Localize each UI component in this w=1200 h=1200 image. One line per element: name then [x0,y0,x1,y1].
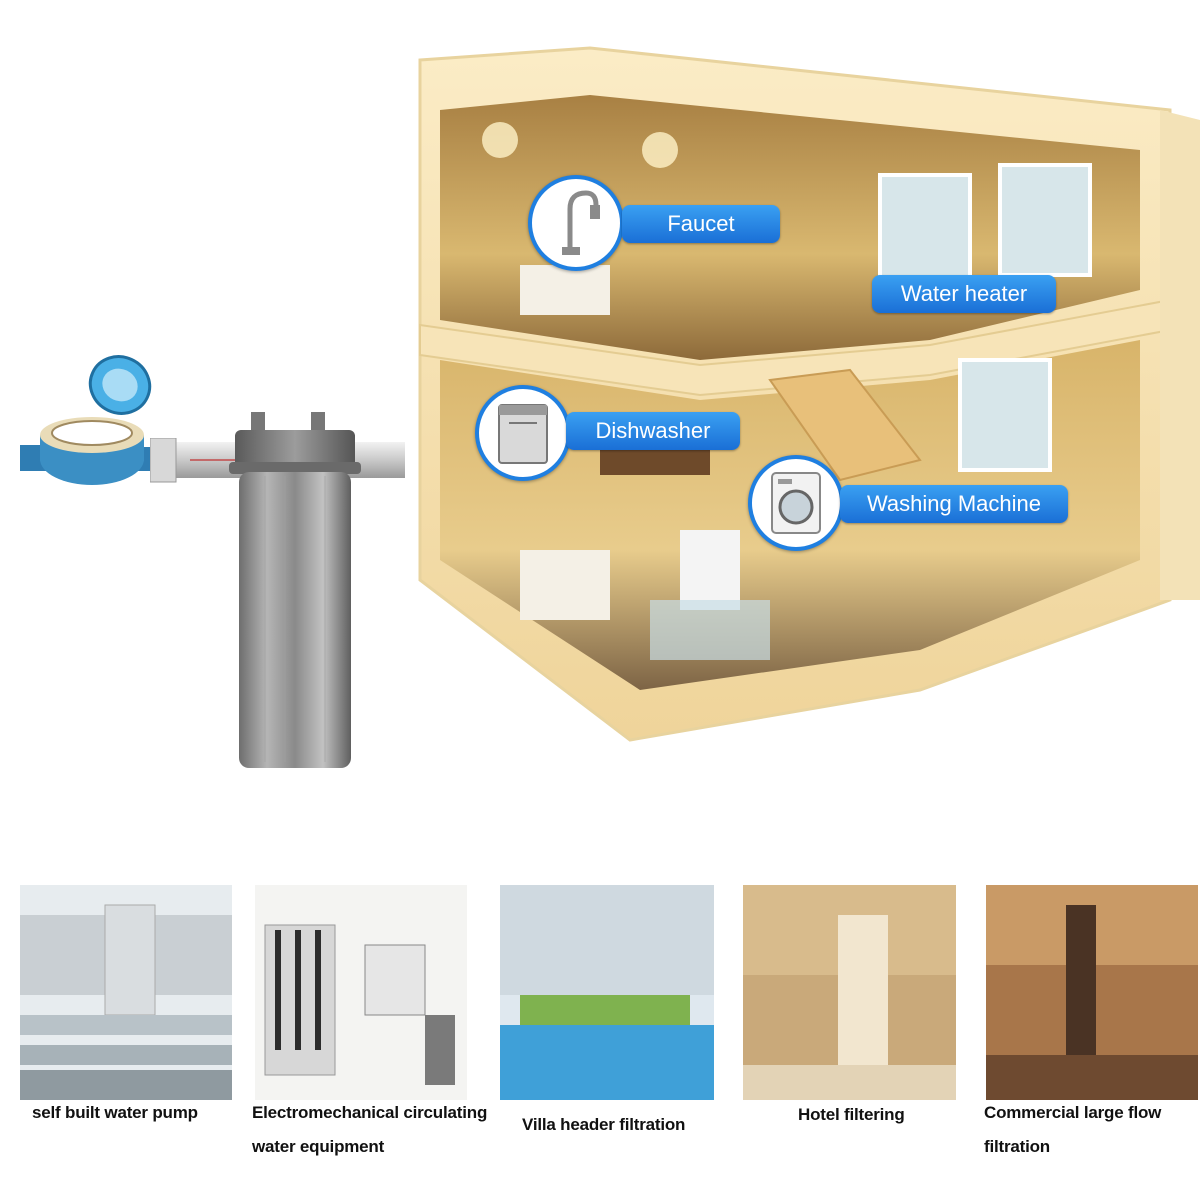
washing-machine-icon [748,455,844,551]
faucet-label: Faucet [622,205,780,243]
industrial-equipment-photo [255,885,467,1100]
filter-housing [229,412,361,768]
dishwasher-label: Dishwasher [566,412,740,450]
water-heater-label: Water heater [872,275,1056,313]
caption-villa-header-filtration: Villa header filtration [522,1115,686,1134]
faucet-icon [528,175,624,271]
hotel-lobby-photo [743,885,956,1100]
villa-pool-photo [500,885,714,1100]
caption-self-built-water-pump: self built water pump [32,1103,198,1122]
caption-electromechanical-equipment: Electromechanical circulating water equi… [252,1103,488,1156]
washing-machine-label: Washing Machine [840,485,1068,523]
dishwasher-icon [475,385,571,481]
pump-station-photo [20,885,232,1100]
caption-hotel-filtering: Hotel filtering [798,1105,905,1124]
restaurant-photo [986,885,1198,1100]
caption-commercial-large-flow: Commercial large flow filtration [984,1103,1162,1156]
water-meter [20,355,155,485]
